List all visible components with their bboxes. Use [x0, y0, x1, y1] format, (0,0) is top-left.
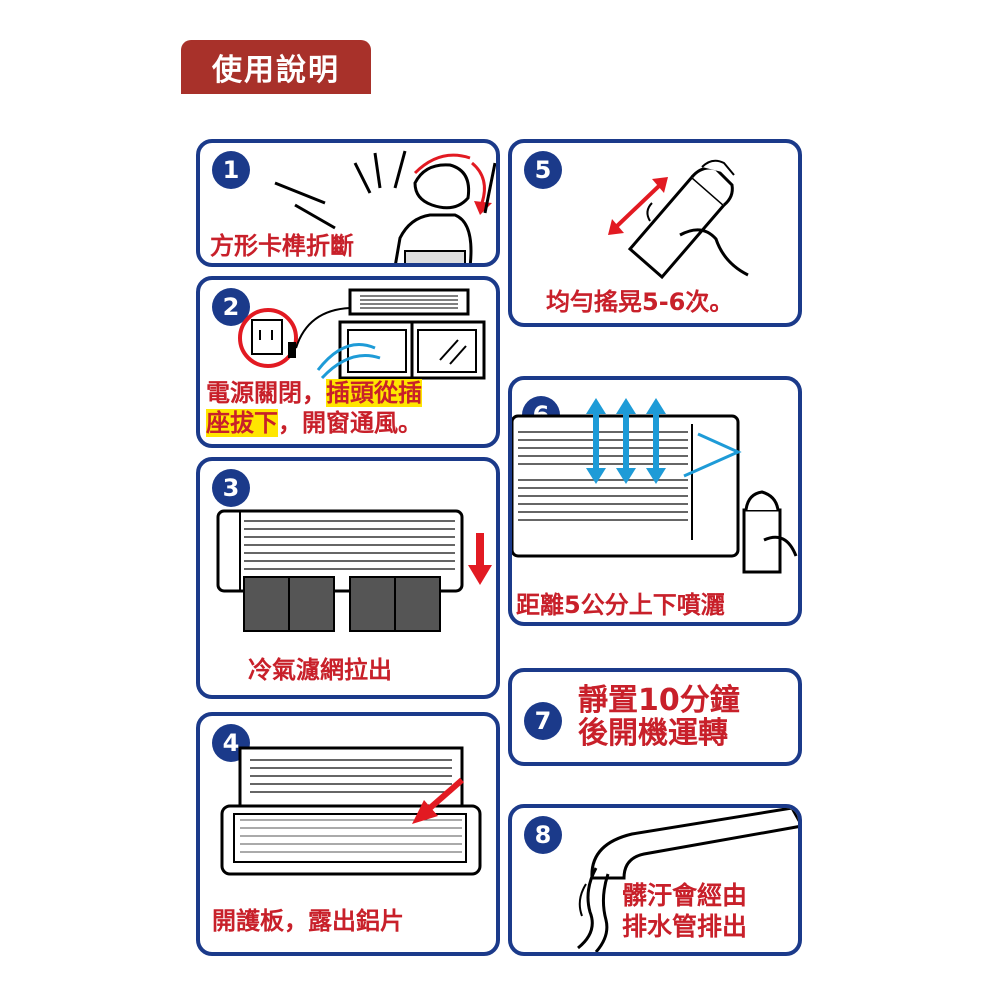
spray-can-cap-illustration — [274, 150, 496, 263]
step-2-number: 2 — [212, 288, 250, 326]
step-7-caption-line1: 靜置10分鐘 — [578, 683, 740, 718]
step-3-panel: 3 冷氣濾網拉出 — [196, 457, 500, 699]
step-7-caption-line2: 後開機運轉 — [578, 716, 728, 751]
step-5-panel: 5 均勻搖晃5-6次。 — [508, 139, 802, 327]
shake-can-illustration — [608, 159, 749, 280]
step-8-number: 8 — [524, 816, 562, 854]
step-4-panel: 4 開護板，露出鋁片 — [196, 712, 500, 956]
step-1-panel: 1 方形卡榫折斷 — [196, 139, 500, 267]
unplug-and-ventilate-illustration — [238, 288, 486, 380]
step-6-panel: 6 距離5公分上下噴灑 — [508, 376, 802, 626]
step-7-caption: 靜置10分鐘 後開機運轉 — [578, 684, 740, 750]
step-7-panel: 7 靜置10分鐘 後開機運轉 — [508, 668, 802, 766]
step-4-number: 4 — [212, 724, 250, 762]
step-8-caption-line1: 髒汙會經由 — [622, 881, 748, 910]
step-4-caption: 開護板，露出鋁片 — [212, 907, 404, 935]
page-title: 使用說明 — [181, 40, 371, 94]
step-5-caption: 均勻搖晃5-6次。 — [546, 288, 734, 316]
step-2-caption-a: 電源關閉， — [206, 379, 326, 407]
pull-out-filter-illustration — [216, 509, 492, 632]
step-7-number: 7 — [524, 702, 562, 740]
open-cover-illustration — [220, 746, 482, 876]
step-8-panel: 8 髒汙會經由 排水管排出 — [508, 804, 802, 956]
step-2-panel: 2 電源關閉，插頭從插 座拔下，開窗通風。 — [196, 276, 500, 448]
step-1-caption: 方形卡榫折斷 — [210, 232, 354, 260]
step-5-number: 5 — [524, 151, 562, 189]
step-2-caption-b: 插頭從插 — [326, 379, 422, 407]
drain-pipe-illustration — [577, 808, 798, 952]
step-2-caption-d: ，開窗通風。 — [278, 409, 422, 437]
step-3-caption: 冷氣濾網拉出 — [248, 656, 392, 684]
step-1-number: 1 — [212, 151, 250, 189]
step-3-number: 3 — [212, 469, 250, 507]
step-6-caption: 距離5公分上下噴灑 — [516, 591, 725, 619]
step-2-caption-c: 座拔下 — [206, 409, 278, 437]
step-8-caption-line2: 排水管排出 — [622, 912, 748, 942]
step-8-caption: 髒汙會經由 排水管排出 — [622, 880, 747, 943]
step-2-caption: 電源關閉，插頭從插 座拔下，開窗通風。 — [206, 378, 422, 438]
spray-distance-illustration — [512, 398, 798, 574]
